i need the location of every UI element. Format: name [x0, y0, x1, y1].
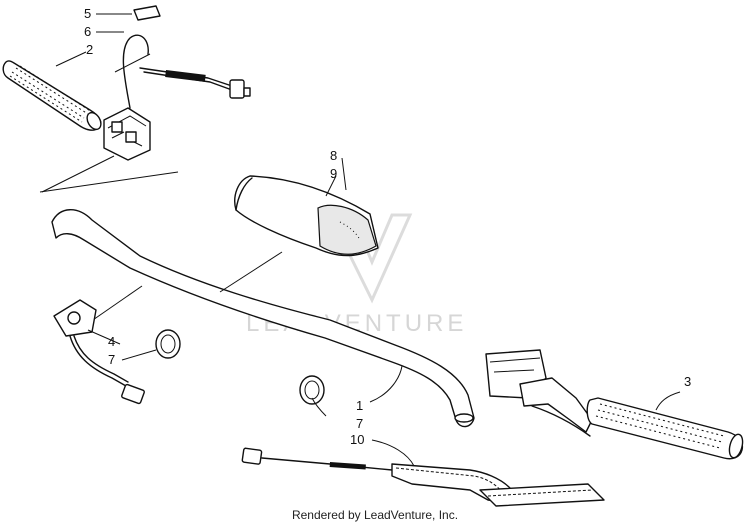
callout-2: 2: [86, 42, 93, 57]
leader-left-assembly: [114, 53, 151, 73]
grip-heater-sleeve: [234, 175, 379, 257]
throttle-switch: [53, 299, 145, 405]
clamp-upper: [155, 329, 181, 359]
footer-credit: Rendered by LeadVenture, Inc.: [291, 508, 459, 522]
callout-3: 3: [684, 374, 691, 389]
left-switch-housing: [103, 107, 151, 161]
callout-leaders: [55, 13, 681, 467]
callout-9: 9: [330, 166, 337, 181]
callout-4: 4: [108, 334, 115, 349]
heater-wire-connector: [122, 34, 251, 109]
left-grip: [2, 60, 102, 131]
master-cylinder: [485, 349, 593, 437]
reference-line-2: [41, 155, 115, 193]
adhesive-pad: [133, 5, 161, 21]
callout-6: 6: [84, 24, 91, 39]
callout-7-upper: 7: [108, 352, 115, 367]
leader-sleeve: [219, 251, 283, 293]
right-grip: [586, 397, 744, 460]
leader-right-switch: [89, 285, 143, 323]
reference-line: [39, 171, 179, 193]
callout-1: 1: [356, 398, 363, 413]
callout-7-lower: 7: [356, 416, 363, 431]
handlebar: [51, 209, 475, 428]
clamp-lower: [299, 375, 325, 405]
heater-element: [241, 447, 605, 507]
callout-5: 5: [84, 6, 91, 21]
callout-8: 8: [330, 148, 337, 163]
callout-10: 10: [350, 432, 364, 447]
